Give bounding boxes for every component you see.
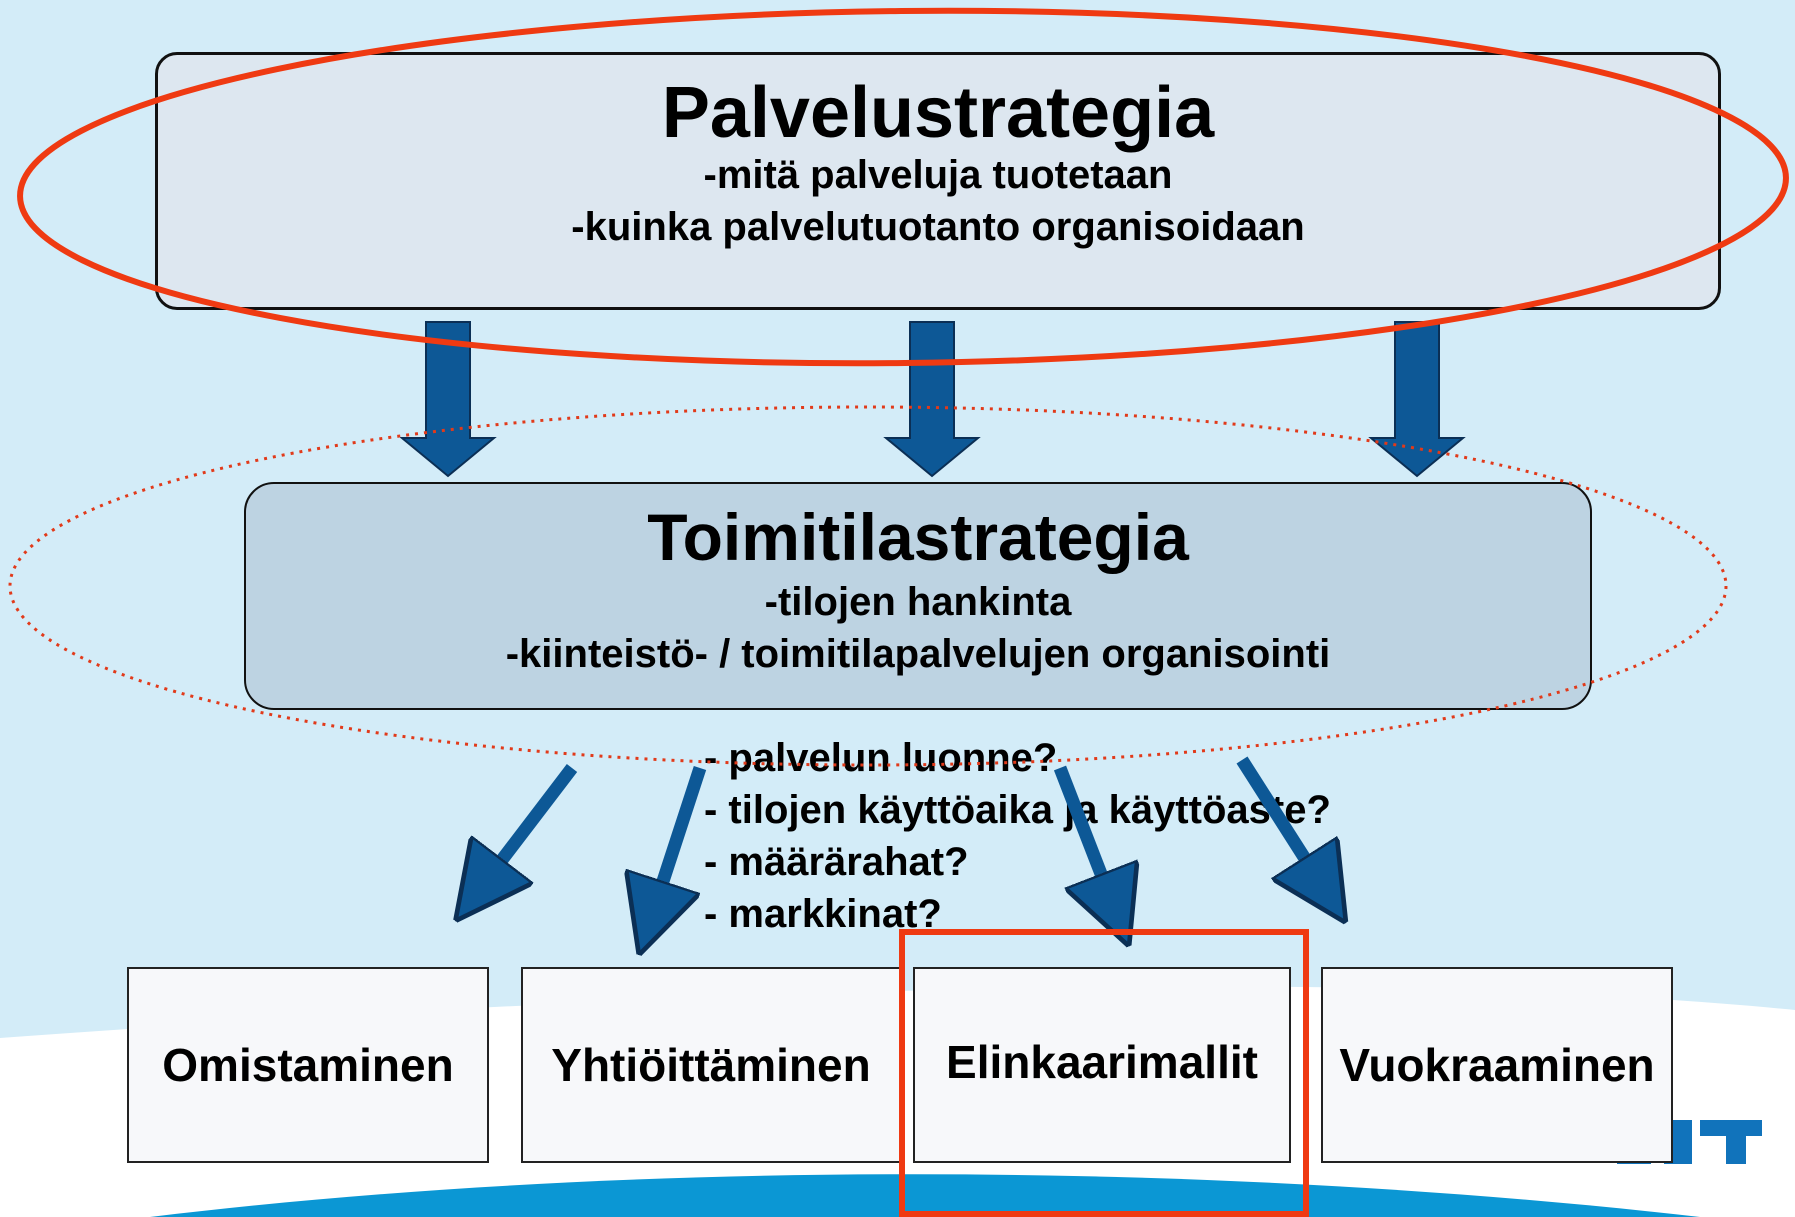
question-item: - määrärahat? <box>704 840 969 884</box>
lifecycle-models-highlight-rect <box>899 929 1309 1217</box>
decision-questions: - palvelun luonne? - tilojen käyttöaika … <box>704 732 1331 940</box>
question-item: - tilojen käyttöaika ja käyttöaste? <box>704 788 1331 832</box>
facility-strategy-line-1: -tilojen hankinta <box>764 580 1072 624</box>
service-strategy-box: Palvelustrategia -mitä palveluja tuoteta… <box>155 52 1721 310</box>
option-leasing-box: Vuokraaminen <box>1321 967 1673 1163</box>
service-strategy-title: Palvelustrategia <box>661 73 1215 153</box>
facility-strategy-box: Toimitilastrategia -tilojen hankinta -ki… <box>244 482 1592 710</box>
question-item: - markkinat? <box>704 892 942 936</box>
option-ownership-box: Omistaminen <box>127 967 489 1163</box>
facility-strategy-line-2: -kiinteistö- / toimitilapalvelujen organ… <box>505 632 1331 676</box>
option-incorporation-box: Yhtiöittäminen <box>521 967 901 1163</box>
facility-strategy-title: Toimitilastrategia <box>647 500 1189 574</box>
blue-wave <box>150 1174 1700 1217</box>
question-item: - palvelun luonne? <box>704 736 1058 780</box>
service-strategy-line-2: -kuinka palvelutuotanto organisoidaan <box>571 205 1305 249</box>
service-strategy-line-1: -mitä palveluja tuotetaan <box>703 153 1173 197</box>
option-lifecycle-models-box: Elinkaarimallit <box>913 967 1291 1163</box>
